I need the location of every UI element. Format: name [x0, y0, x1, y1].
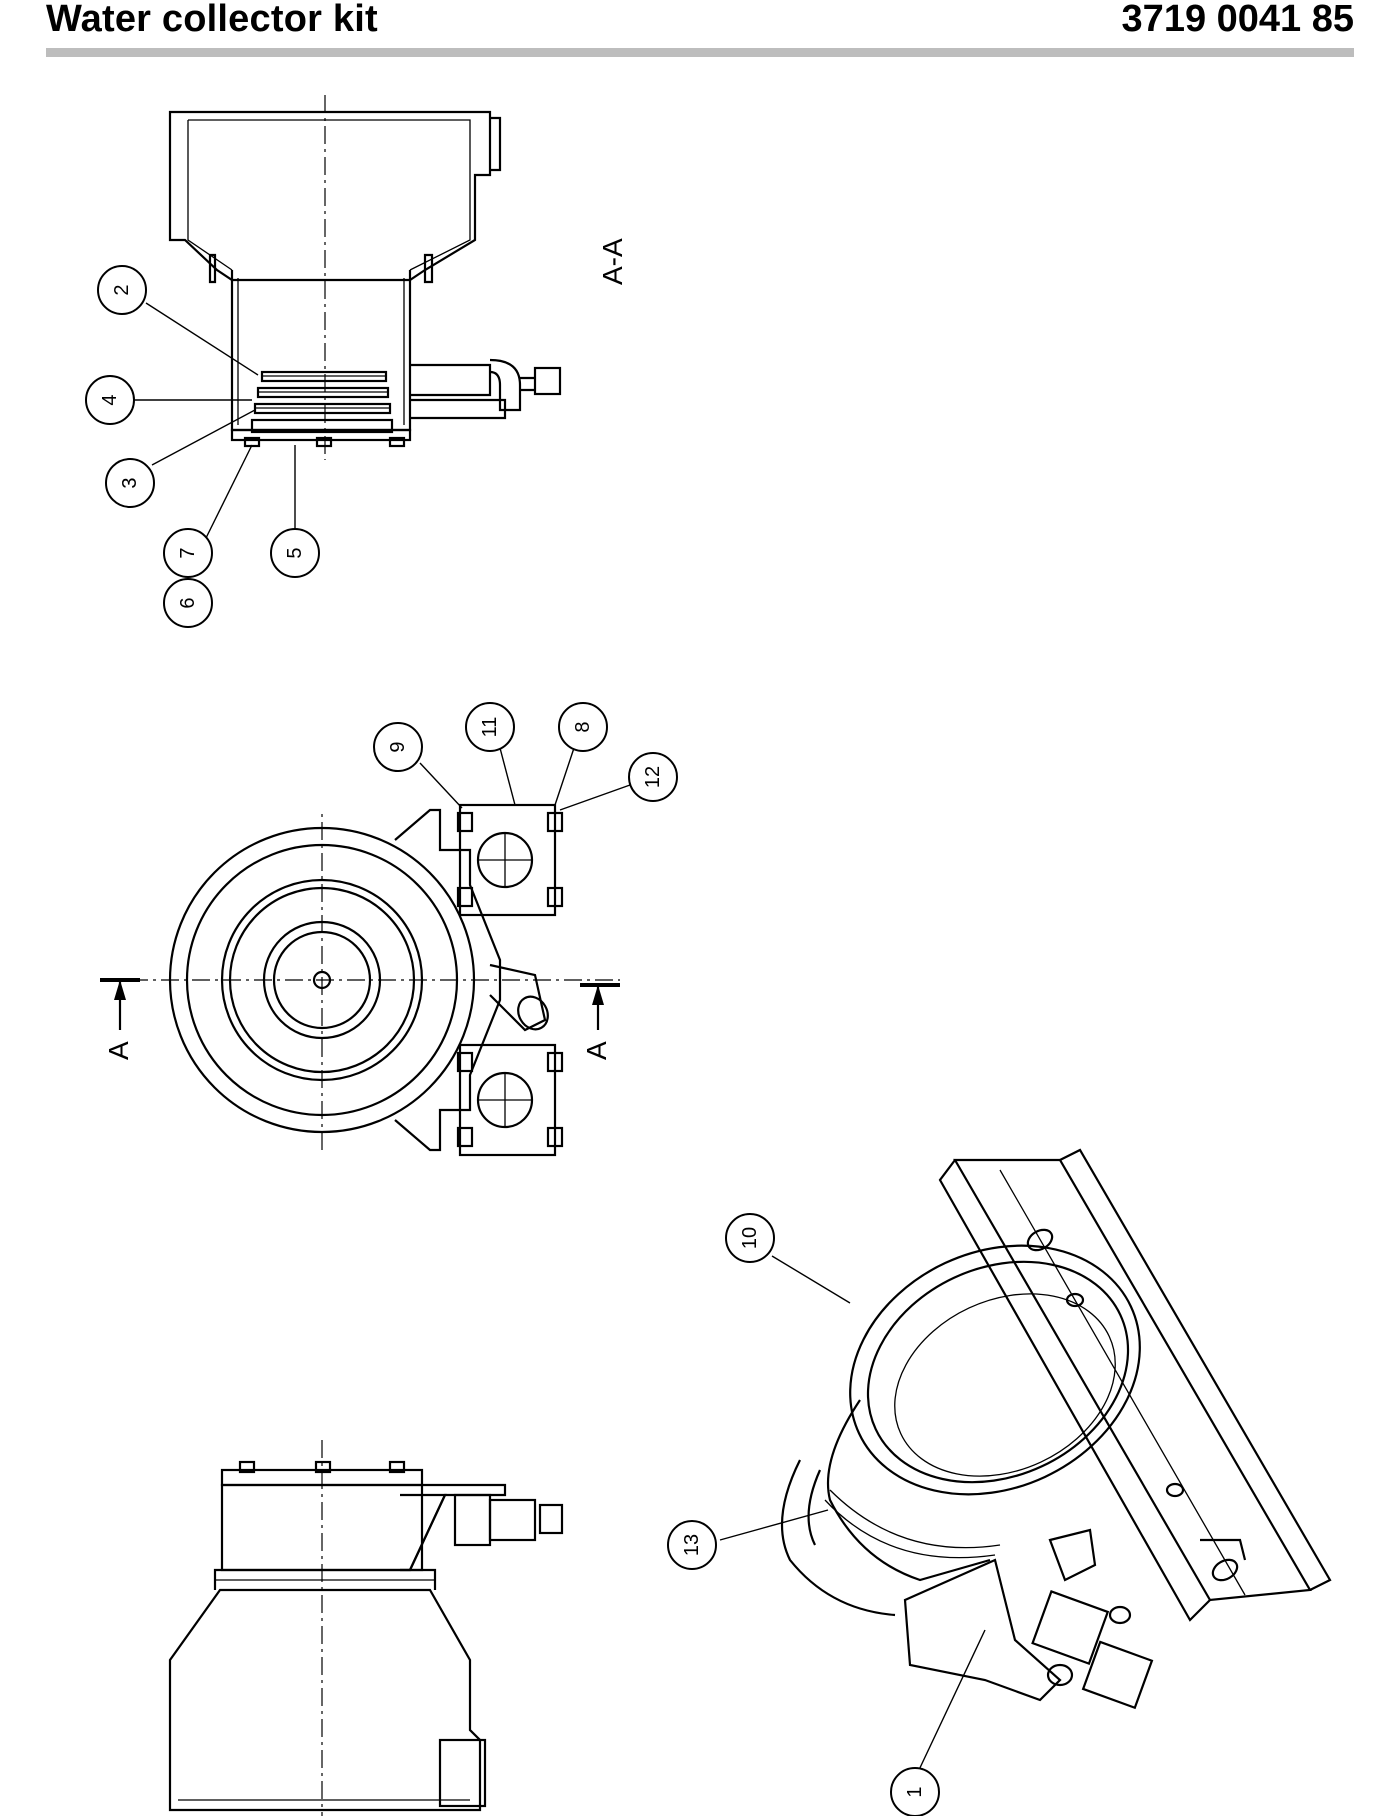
balloon-4-label: 4 — [99, 394, 121, 405]
balloon-6-label: 6 — [177, 597, 199, 608]
balloon-1: 1 — [890, 1767, 940, 1816]
balloon-8-label: 8 — [572, 721, 594, 732]
side-view — [168, 1440, 564, 1816]
balloon-2-label: 2 — [111, 284, 133, 295]
section-label: A-A — [597, 238, 628, 285]
balloon-8: 8 — [558, 702, 608, 752]
plan-leaders — [419, 744, 631, 811]
cut-marker-left: A — [103, 1041, 134, 1060]
balloon-12-label: 12 — [642, 766, 664, 788]
balloon-13-label: 13 — [681, 1534, 703, 1556]
page-header: Water collector kit 3719 0041 85 — [46, 0, 1354, 54]
plan-view: A A — [100, 803, 620, 1157]
balloon-10-label: 10 — [739, 1227, 761, 1249]
balloon-12: 12 — [628, 752, 678, 802]
cut-marker-right: A — [581, 1041, 612, 1060]
header-rule — [46, 48, 1354, 57]
section-view-a-a: A-A — [168, 95, 628, 460]
balloon-9-label: 9 — [387, 741, 409, 752]
balloon-1-label: 1 — [904, 1786, 926, 1797]
document-number: 3719 0041 85 — [1121, 0, 1354, 40]
balloon-11: 11 — [465, 702, 515, 752]
balloon-5-label: 5 — [284, 547, 306, 558]
balloon-11-label: 11 — [479, 717, 501, 738]
balloon-13: 13 — [667, 1520, 717, 1570]
balloon-7-label: 7 — [177, 547, 199, 558]
balloon-9: 9 — [373, 722, 423, 772]
section-leaders — [133, 302, 296, 541]
balloon-2: 2 — [97, 265, 147, 315]
balloon-3: 3 — [105, 458, 155, 508]
balloon-6: 6 — [163, 578, 213, 628]
page-title: Water collector kit — [46, 0, 378, 40]
balloon-3-label: 3 — [119, 477, 141, 488]
balloon-5: 5 — [270, 528, 320, 578]
isometric-view — [780, 1148, 1332, 1710]
balloon-7: 7 — [163, 528, 213, 578]
iso-leaders — [719, 1255, 986, 1773]
balloon-4: 4 — [85, 375, 135, 425]
balloon-10: 10 — [725, 1213, 775, 1263]
